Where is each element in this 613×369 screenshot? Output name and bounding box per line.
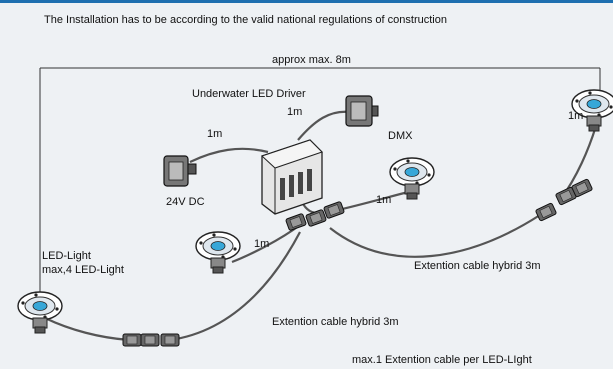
small-light-length-label: 1m (254, 238, 270, 250)
dmx-connector (345, 95, 379, 127)
power-label: 24V DC (166, 196, 205, 208)
led-light-small (195, 231, 241, 274)
power-length-label: 1m (207, 128, 223, 140)
driver-label: Underwater LED Driver (192, 88, 306, 100)
led-light-left (17, 291, 63, 334)
dmx-length-label: 1m (287, 106, 303, 118)
power-connector (163, 155, 197, 187)
extension-cable-upper-label: Extention cable hybrid 3m (414, 260, 541, 272)
header-note: The Installation has to be according to … (44, 14, 447, 26)
right-extension-connectors (534, 178, 594, 222)
footer-note: max.1 Extention cable per LED-LIght (352, 354, 532, 366)
top-rule (0, 0, 613, 3)
mid-light-length-label: 1m (376, 194, 392, 206)
extension-cable-lower-label: Extention cable hybrid 3m (272, 316, 399, 328)
led-light-label: LED-Light (42, 250, 91, 262)
dmx-label: DMX (388, 130, 413, 142)
right-light-length-label: 1m (568, 110, 584, 122)
led-light-mid (389, 157, 435, 200)
cables (44, 110, 602, 342)
led-driver-box (261, 139, 323, 215)
span-label: approx max. 8m (272, 54, 351, 66)
led-light-max-label: max,4 LED-Light (42, 264, 124, 276)
lower-extension-connectors (122, 333, 180, 347)
